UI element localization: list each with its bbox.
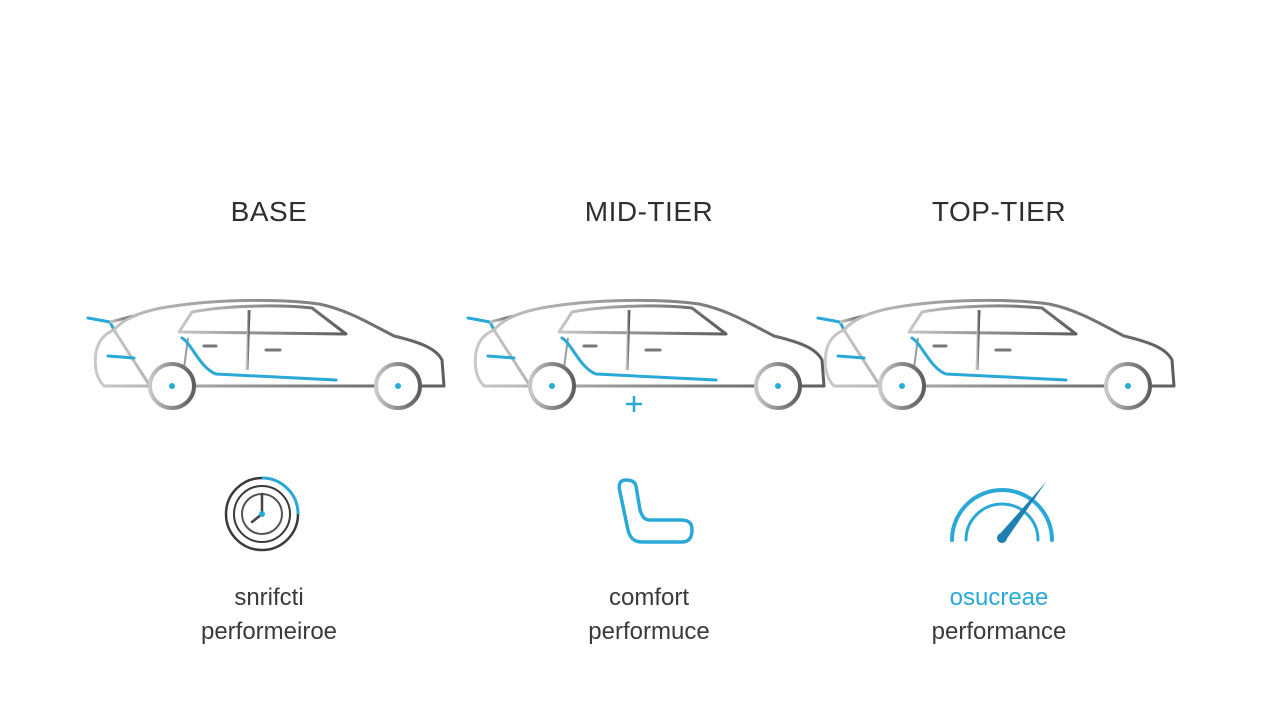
- feature-line1: osucreae: [949, 584, 1049, 611]
- tier-title: TOP-TIER: [931, 196, 1067, 227]
- car-outline-icon: [464, 282, 834, 412]
- tier-base: BASE snrifcti performeiroe: [84, 0, 454, 720]
- tier-title: MID-TIER: [584, 196, 714, 227]
- car-outline-icon: [84, 282, 454, 412]
- dial-icon: [224, 476, 300, 552]
- tier-top: TOP-TIER osucreae performance: [814, 0, 1184, 720]
- feature-line2: performance: [931, 618, 1067, 645]
- speedometer-icon: [950, 482, 1054, 543]
- tier-mid: MID-TIER comfort performuce: [464, 0, 834, 720]
- seat-icon: [617, 478, 694, 544]
- plus-icon: [626, 396, 642, 412]
- feature-line1: snrifcti: [234, 584, 304, 611]
- feature-line2: performuce: [588, 618, 710, 645]
- feature-line1: comfort: [608, 584, 689, 611]
- tier-title: BASE: [230, 196, 308, 227]
- car-outline-icon: [814, 282, 1184, 412]
- feature-line2: performeiroe: [200, 618, 338, 645]
